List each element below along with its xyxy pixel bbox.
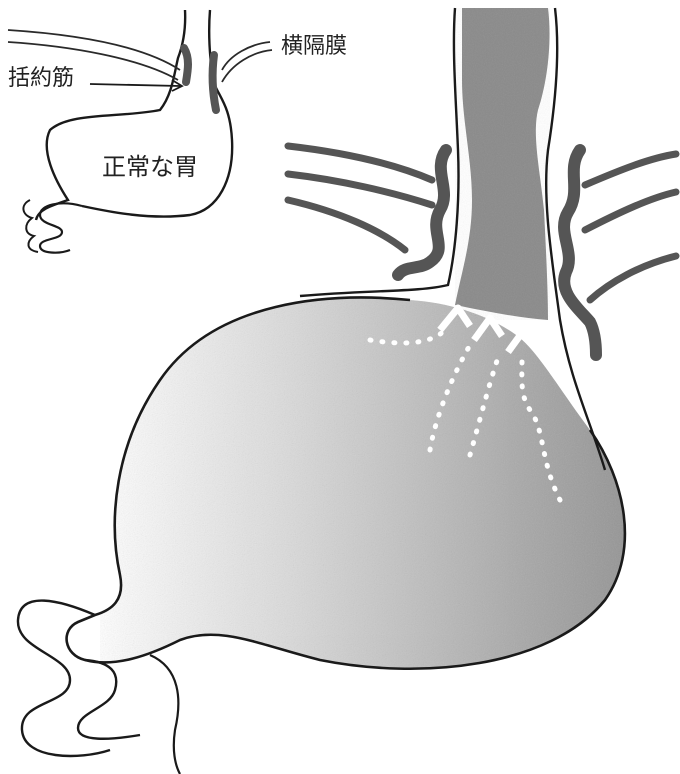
inset-diaphragm-right-1: [222, 42, 270, 70]
diaphragm-left-3: [288, 200, 405, 250]
inset-left-wall: [36, 10, 185, 220]
reflux-stomach: [18, 8, 676, 774]
inset-pylorus-outer: [23, 200, 38, 252]
label-diaphragm: 横隔膜: [281, 36, 347, 58]
inset-sphincter-leader: [90, 84, 180, 86]
inset-pylorus: [40, 203, 82, 252]
inset-sphincter-right: [213, 55, 216, 110]
diaphragm-left-2: [288, 174, 432, 205]
diaphragm-right-1: [585, 154, 676, 185]
inset-diaphragm-left-1: [8, 30, 180, 70]
diaphragm-right-3: [590, 256, 676, 300]
inset-sphincter-left: [184, 48, 188, 82]
inset-right-wall: [82, 10, 232, 217]
normal-stomach-inset: [8, 10, 272, 253]
label-normal-stomach: 正常な胃: [102, 155, 198, 179]
duodenum-inner: [78, 660, 140, 739]
duodenum-lower: [150, 655, 180, 774]
duodenum-outer: [18, 601, 110, 756]
label-sphincter: 括約筋: [8, 68, 74, 90]
inset-diaphragm-right-2: [222, 50, 272, 82]
diaphragm-right-2: [585, 192, 676, 230]
